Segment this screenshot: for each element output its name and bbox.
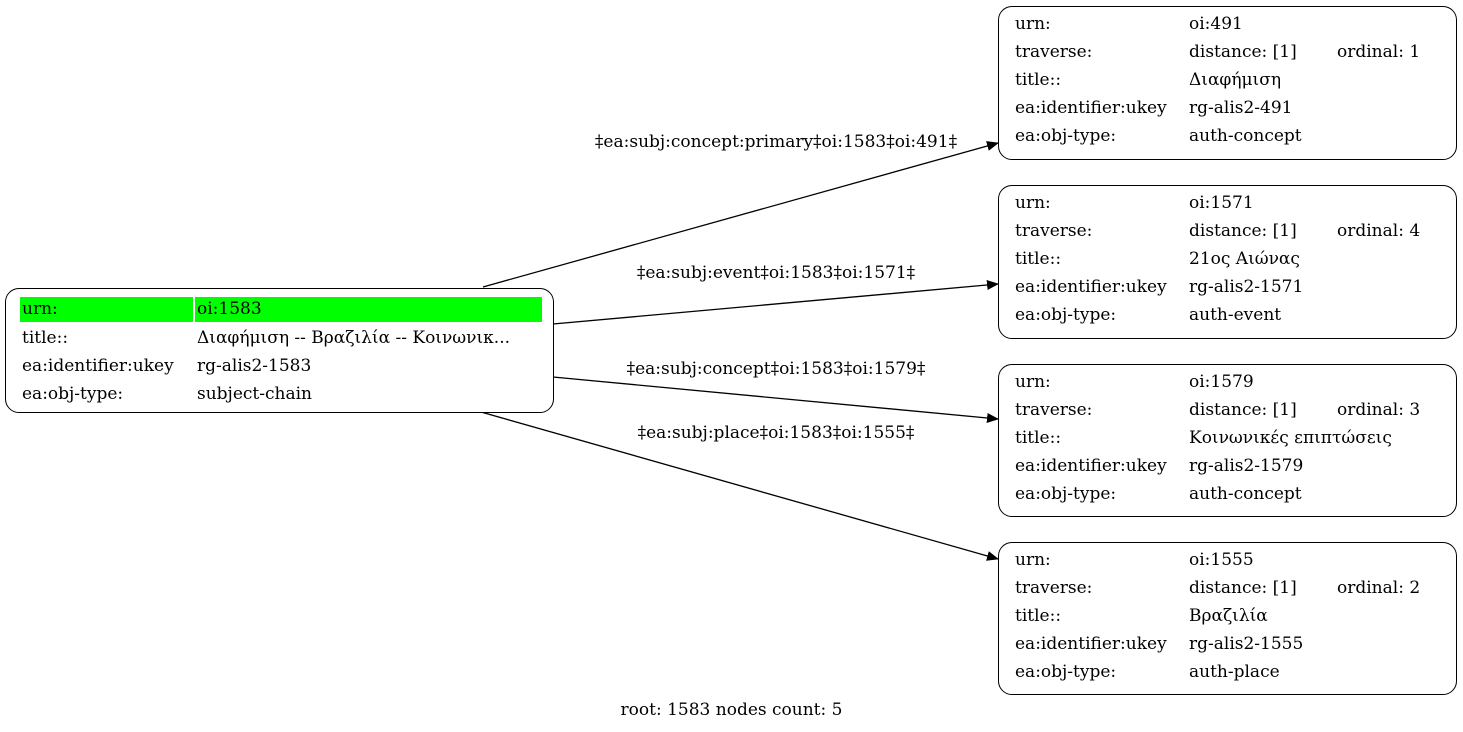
edge-label-1555: ‡ea:subj:place‡oi:1583‡oi:1555‡ (637, 423, 915, 443)
root-urn-row: urn: oi:1583 (6, 296, 553, 324)
root-node[interactable]: urn: oi:1583 title:: Διαφήμιση -- Βραζιλ… (5, 288, 554, 413)
root-title-value: Διαφήμιση -- Βραζιλία -- Κοινωνικ... (197, 328, 511, 348)
node-type-value: auth-place (1189, 662, 1280, 682)
node-ukey-value: rg-alis2-1579 (1189, 456, 1304, 476)
node-title-key: title:: (1015, 249, 1062, 269)
node-traverse-row: traverse: distance: [1] ordinal: 4 (999, 217, 1456, 245)
node-type-key: ea:obj-type: (1015, 305, 1117, 325)
node-urn-value: oi:1579 (1189, 372, 1254, 392)
node-title-key: title:: (1015, 70, 1062, 90)
node-traverse-row: traverse: distance: [1] ordinal: 1 (999, 38, 1456, 66)
node-ordinal: ordinal: 1 (1337, 42, 1421, 62)
node-urn-row: urn: oi:1571 (999, 189, 1456, 217)
node-distance: distance: [1] (1189, 42, 1297, 62)
graph-footer: root: 1583 nodes count: 5 (620, 700, 843, 720)
node-urn-key: urn: (1015, 550, 1051, 570)
node-title-row: title:: Διαφήμιση (999, 66, 1456, 94)
edge-line-1555 (480, 411, 999, 561)
node-type-value: auth-concept (1189, 126, 1302, 146)
node-distance: distance: [1] (1189, 400, 1297, 420)
node-ukey-key: ea:identifier:ukey (1015, 634, 1167, 654)
edge-line-491 (482, 141, 999, 288)
edge-label-1579: ‡ea:subj:concept‡oi:1583‡oi:1579‡ (626, 359, 926, 379)
node-urn-row: urn: oi:1555 (999, 546, 1456, 574)
node-ukey-key: ea:identifier:ukey (1015, 277, 1167, 297)
node-traverse-key: traverse: (1015, 42, 1093, 62)
node-oi-1579[interactable]: urn: oi:1579 traverse: distance: [1] ord… (998, 364, 1457, 517)
node-ukey-value: rg-alis2-1555 (1189, 634, 1304, 654)
edge-label-491: ‡ea:subj:concept:primary‡oi:1583‡oi:491‡ (594, 132, 958, 152)
node-title-value: Διαφήμιση (1189, 70, 1282, 90)
root-type-value: subject-chain (197, 384, 312, 404)
root-ukey-value: rg-alis2-1583 (197, 356, 312, 376)
node-ukey-row: ea:identifier:ukey rg-alis2-1579 (999, 452, 1456, 480)
root-type-row: ea:obj-type: subject-chain (6, 380, 553, 408)
node-title-value: Βραζιλία (1189, 606, 1268, 626)
node-title-value: Κοινωνικές επιπτώσεις (1189, 428, 1392, 448)
node-urn-key: urn: (1015, 14, 1051, 34)
node-urn-key: urn: (1015, 193, 1051, 213)
node-ordinal: ordinal: 2 (1337, 578, 1421, 598)
node-traverse-key: traverse: (1015, 578, 1093, 598)
node-type-key: ea:obj-type: (1015, 484, 1117, 504)
node-ukey-value: rg-alis2-491 (1189, 98, 1293, 118)
node-type-key: ea:obj-type: (1015, 126, 1117, 146)
node-title-row: title:: Βραζιλία (999, 602, 1456, 630)
node-type-value: auth-concept (1189, 484, 1302, 504)
node-type-row: ea:obj-type: auth-place (999, 658, 1456, 686)
node-urn-row: urn: oi:1579 (999, 368, 1456, 396)
root-title-row: title:: Διαφήμιση -- Βραζιλία -- Κοινωνι… (6, 324, 553, 352)
edge-label-1571: ‡ea:subj:event‡oi:1583‡oi:1571‡ (636, 263, 916, 283)
node-distance: distance: [1] (1189, 221, 1297, 241)
node-title-value: 21ος Αιώνας (1189, 249, 1300, 269)
node-ukey-key: ea:identifier:ukey (1015, 456, 1167, 476)
node-title-key: title:: (1015, 606, 1062, 626)
node-urn-key: urn: (1015, 372, 1051, 392)
node-urn-value: oi:1571 (1189, 193, 1254, 213)
node-ukey-row: ea:identifier:ukey rg-alis2-1555 (999, 630, 1456, 658)
node-ukey-row: ea:identifier:ukey rg-alis2-491 (999, 94, 1456, 122)
root-title-key: title:: (22, 328, 69, 348)
node-type-row: ea:obj-type: auth-concept (999, 122, 1456, 150)
node-traverse-row: traverse: distance: [1] ordinal: 2 (999, 574, 1456, 602)
node-type-key: ea:obj-type: (1015, 662, 1117, 682)
node-type-row: ea:obj-type: auth-event (999, 301, 1456, 329)
node-traverse-row: traverse: distance: [1] ordinal: 3 (999, 396, 1456, 424)
node-urn-value: oi:1555 (1189, 550, 1254, 570)
node-ukey-value: rg-alis2-1571 (1189, 277, 1304, 297)
node-type-value: auth-event (1189, 305, 1282, 325)
node-urn-value: oi:491 (1189, 14, 1243, 34)
node-distance: distance: [1] (1189, 578, 1297, 598)
node-title-row: title:: 21ος Αιώνας (999, 245, 1456, 273)
node-traverse-key: traverse: (1015, 221, 1093, 241)
root-urn-value: oi:1583 (195, 297, 542, 322)
edge-line-1579 (552, 376, 999, 423)
root-ukey-row: ea:identifier:ukey rg-alis2-1583 (6, 352, 553, 380)
node-ordinal: ordinal: 4 (1337, 221, 1421, 241)
root-type-key: ea:obj-type: (22, 384, 124, 404)
node-title-key: title:: (1015, 428, 1062, 448)
node-traverse-key: traverse: (1015, 400, 1093, 420)
root-ukey-key: ea:identifier:ukey (22, 356, 174, 376)
node-title-row: title:: Κοινωνικές επιπτώσεις (999, 424, 1456, 452)
node-oi-491[interactable]: urn: oi:491 traverse: distance: [1] ordi… (998, 6, 1457, 160)
node-ukey-key: ea:identifier:ukey (1015, 98, 1167, 118)
node-ordinal: ordinal: 3 (1337, 400, 1421, 420)
edge-line-1571 (552, 280, 999, 325)
node-ukey-row: ea:identifier:ukey rg-alis2-1571 (999, 273, 1456, 301)
node-oi-1555[interactable]: urn: oi:1555 traverse: distance: [1] ord… (998, 542, 1457, 695)
node-urn-row: urn: oi:491 (999, 10, 1456, 38)
node-type-row: ea:obj-type: auth-concept (999, 480, 1456, 508)
root-urn-key: urn: (20, 297, 193, 322)
node-oi-1571[interactable]: urn: oi:1571 traverse: distance: [1] ord… (998, 185, 1457, 339)
